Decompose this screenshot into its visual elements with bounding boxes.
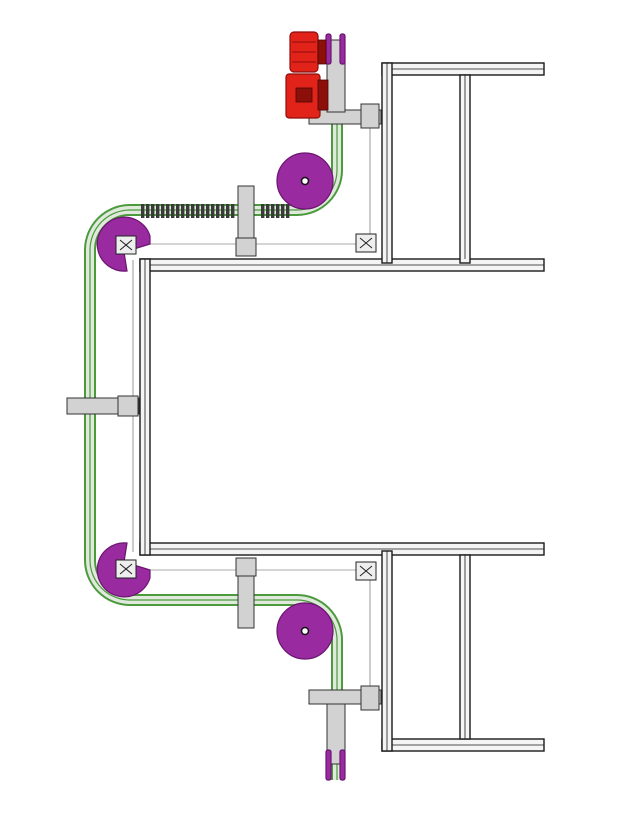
corner-wheel-bottom (96, 542, 151, 598)
bearing-block-bottom-right-mark (359, 565, 373, 577)
accumulation-chain-link (196, 204, 200, 218)
corner-wheel-bottom-bearing-mark (119, 563, 133, 575)
return-sprocket (276, 602, 334, 660)
drive-sprocket (276, 152, 334, 210)
main-frame (139, 258, 545, 556)
bracket-left-block (117, 395, 139, 417)
drive-sprocket-hub (300, 176, 310, 186)
accumulation-chain-link (201, 204, 205, 218)
motor-gearbox (317, 79, 329, 111)
accumulation-chain-link (141, 204, 145, 218)
accumulation-chain-link (211, 204, 215, 218)
accumulation-chain-link (271, 204, 275, 218)
bottom-end-plate-a (325, 749, 332, 781)
end-plates (325, 33, 346, 781)
top-end-plate-a (325, 33, 332, 65)
accumulation-chain-link (191, 204, 195, 218)
accumulation-chain-link (171, 204, 175, 218)
accumulation-chain (141, 204, 290, 218)
accumulation-chain-link (166, 204, 170, 218)
lower-chain-guide (326, 703, 346, 765)
return-sprocket-hub (300, 626, 310, 636)
corner-wheel-top-bearing-mark (119, 239, 133, 251)
accumulation-chain-link (216, 204, 220, 218)
corner-wheel-top (96, 216, 151, 272)
accumulation-chain-link (276, 204, 280, 218)
bracket-bottom-block (360, 685, 380, 711)
accumulation-chain-link (186, 204, 190, 218)
accumulation-chain-link (226, 204, 230, 218)
accumulation-chain-link (231, 204, 235, 218)
bearing-block-top-right-mark (359, 237, 373, 249)
support-brackets (66, 103, 382, 711)
accumulation-chain-link (146, 204, 150, 218)
motor-terminal-box (295, 87, 313, 103)
accumulation-chain-link (151, 204, 155, 218)
top-end-plate-b (339, 33, 346, 65)
gear-motor-icon (285, 31, 329, 119)
accumulation-chain-link (176, 204, 180, 218)
motor-shaft (317, 39, 327, 65)
accumulation-chain-link (206, 204, 210, 218)
accumulation-chain-link (181, 204, 185, 218)
accumulation-chain-link (261, 204, 265, 218)
accumulation-chain-link (156, 204, 160, 218)
accumulation-chain-link (266, 204, 270, 218)
accumulation-chain-link (281, 204, 285, 218)
accumulation-chain-link (286, 204, 290, 218)
accumulation-chain-link (161, 204, 165, 218)
accumulation-chain-link (221, 204, 225, 218)
bracket-top-block (360, 103, 380, 129)
bracket-top-post-foot (235, 237, 257, 257)
bottom-end-plate-b (339, 749, 346, 781)
lower-right-frame (381, 550, 545, 752)
upper-right-frame (381, 62, 545, 264)
bracket-bottom-post-head (235, 557, 257, 577)
